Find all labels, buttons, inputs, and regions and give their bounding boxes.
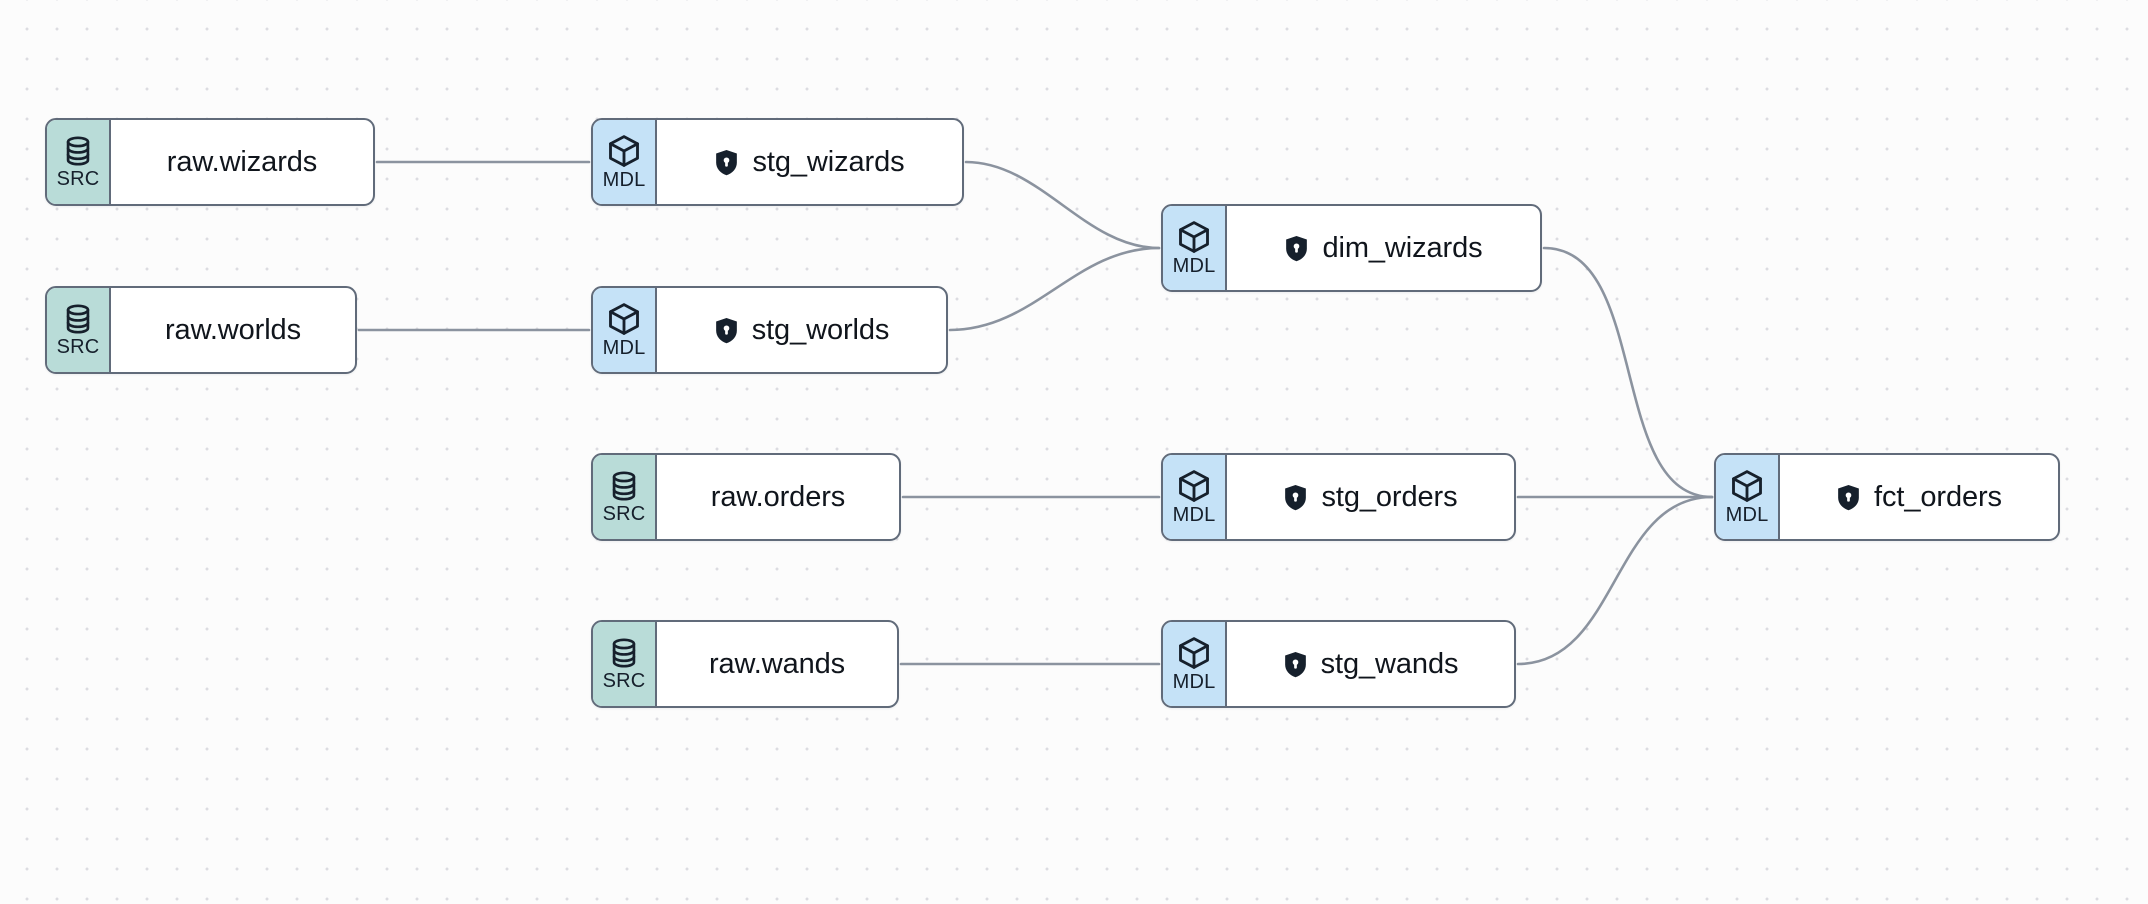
node-body: raw.worlds (111, 288, 355, 372)
node-badge-mdl: MDL (1716, 455, 1780, 539)
node-label: raw.wands (708, 647, 846, 680)
edge-stg_wizards-to-dim_wizards (964, 160, 1161, 250)
node-body: raw.wands (657, 622, 897, 706)
cube-icon (1176, 635, 1212, 671)
node-badge-src: SRC (47, 288, 111, 372)
cube-icon (606, 133, 642, 169)
cube-icon (606, 301, 642, 337)
shield-lock-icon (714, 149, 739, 176)
cube-icon (1176, 468, 1212, 504)
database-icon (61, 302, 95, 336)
node-label: raw.wizards (166, 145, 318, 178)
node-body: raw.orders (657, 455, 899, 539)
node-dim_wizards[interactable]: MDL dim_wizards (1161, 204, 1542, 292)
node-raw_wands[interactable]: SRC raw.wands (591, 620, 899, 708)
node-badge-label: MDL (1172, 504, 1216, 526)
shield-lock-icon (1836, 484, 1861, 511)
node-label: stg_wands (1320, 647, 1459, 680)
edge-stg_worlds-to-dim_wizards (948, 246, 1161, 332)
node-fct_orders[interactable]: MDL fct_orders (1714, 453, 2060, 541)
cube-icon (1729, 468, 1765, 504)
node-label: raw.worlds (165, 313, 301, 346)
node-body: stg_wizards (657, 120, 962, 204)
node-badge-src: SRC (47, 120, 111, 204)
node-raw_orders[interactable]: SRC raw.orders (591, 453, 901, 541)
database-icon (607, 636, 641, 670)
node-badge-label: SRC (56, 336, 100, 358)
shield-lock-icon (1283, 484, 1308, 511)
node-label: raw.orders (710, 480, 846, 513)
shield-lock-icon (714, 317, 739, 344)
database-icon (61, 134, 95, 168)
node-badge-mdl: MDL (1163, 622, 1227, 706)
node-body: raw.wizards (111, 120, 373, 204)
node-badge-label: MDL (1725, 504, 1769, 526)
node-body: stg_orders (1227, 455, 1514, 539)
node-badge-label: SRC (56, 168, 100, 190)
node-stg_wands[interactable]: MDL stg_wands (1161, 620, 1516, 708)
node-body: fct_orders (1780, 455, 2058, 539)
shield-lock-icon (1283, 651, 1308, 678)
node-badge-label: MDL (602, 337, 646, 359)
node-badge-mdl: MDL (1163, 206, 1227, 290)
node-badge-src: SRC (593, 455, 657, 539)
node-badge-label: MDL (1172, 671, 1216, 693)
node-badge-label: SRC (602, 670, 646, 692)
node-body: stg_wands (1227, 622, 1514, 706)
node-badge-mdl: MDL (593, 120, 657, 204)
node-badge-mdl: MDL (593, 288, 657, 372)
node-stg_worlds[interactable]: MDL stg_worlds (591, 286, 948, 374)
node-badge-mdl: MDL (1163, 455, 1227, 539)
node-label: fct_orders (1874, 480, 2002, 513)
node-badge-label: MDL (1172, 255, 1216, 277)
node-label: dim_wizards (1322, 231, 1483, 264)
node-body: stg_worlds (657, 288, 946, 372)
edge-dim_wizards-to-fct_orders (1542, 246, 1714, 499)
node-stg_wizards[interactable]: MDL stg_wizards (591, 118, 964, 206)
cube-icon (1176, 219, 1212, 255)
node-badge-src: SRC (593, 622, 657, 706)
edge-stg_wands-to-fct_orders (1516, 495, 1714, 666)
node-label: stg_wizards (752, 145, 905, 178)
node-body: dim_wizards (1227, 206, 1540, 290)
node-raw_wizards[interactable]: SRC raw.wizards (45, 118, 375, 206)
node-badge-label: SRC (602, 503, 646, 525)
database-icon (607, 469, 641, 503)
node-badge-label: MDL (602, 169, 646, 191)
node-raw_worlds[interactable]: SRC raw.worlds (45, 286, 357, 374)
node-stg_orders[interactable]: MDL stg_orders (1161, 453, 1516, 541)
shield-lock-icon (1284, 235, 1309, 262)
node-label: stg_orders (1321, 480, 1458, 513)
node-label: stg_worlds (751, 313, 890, 346)
